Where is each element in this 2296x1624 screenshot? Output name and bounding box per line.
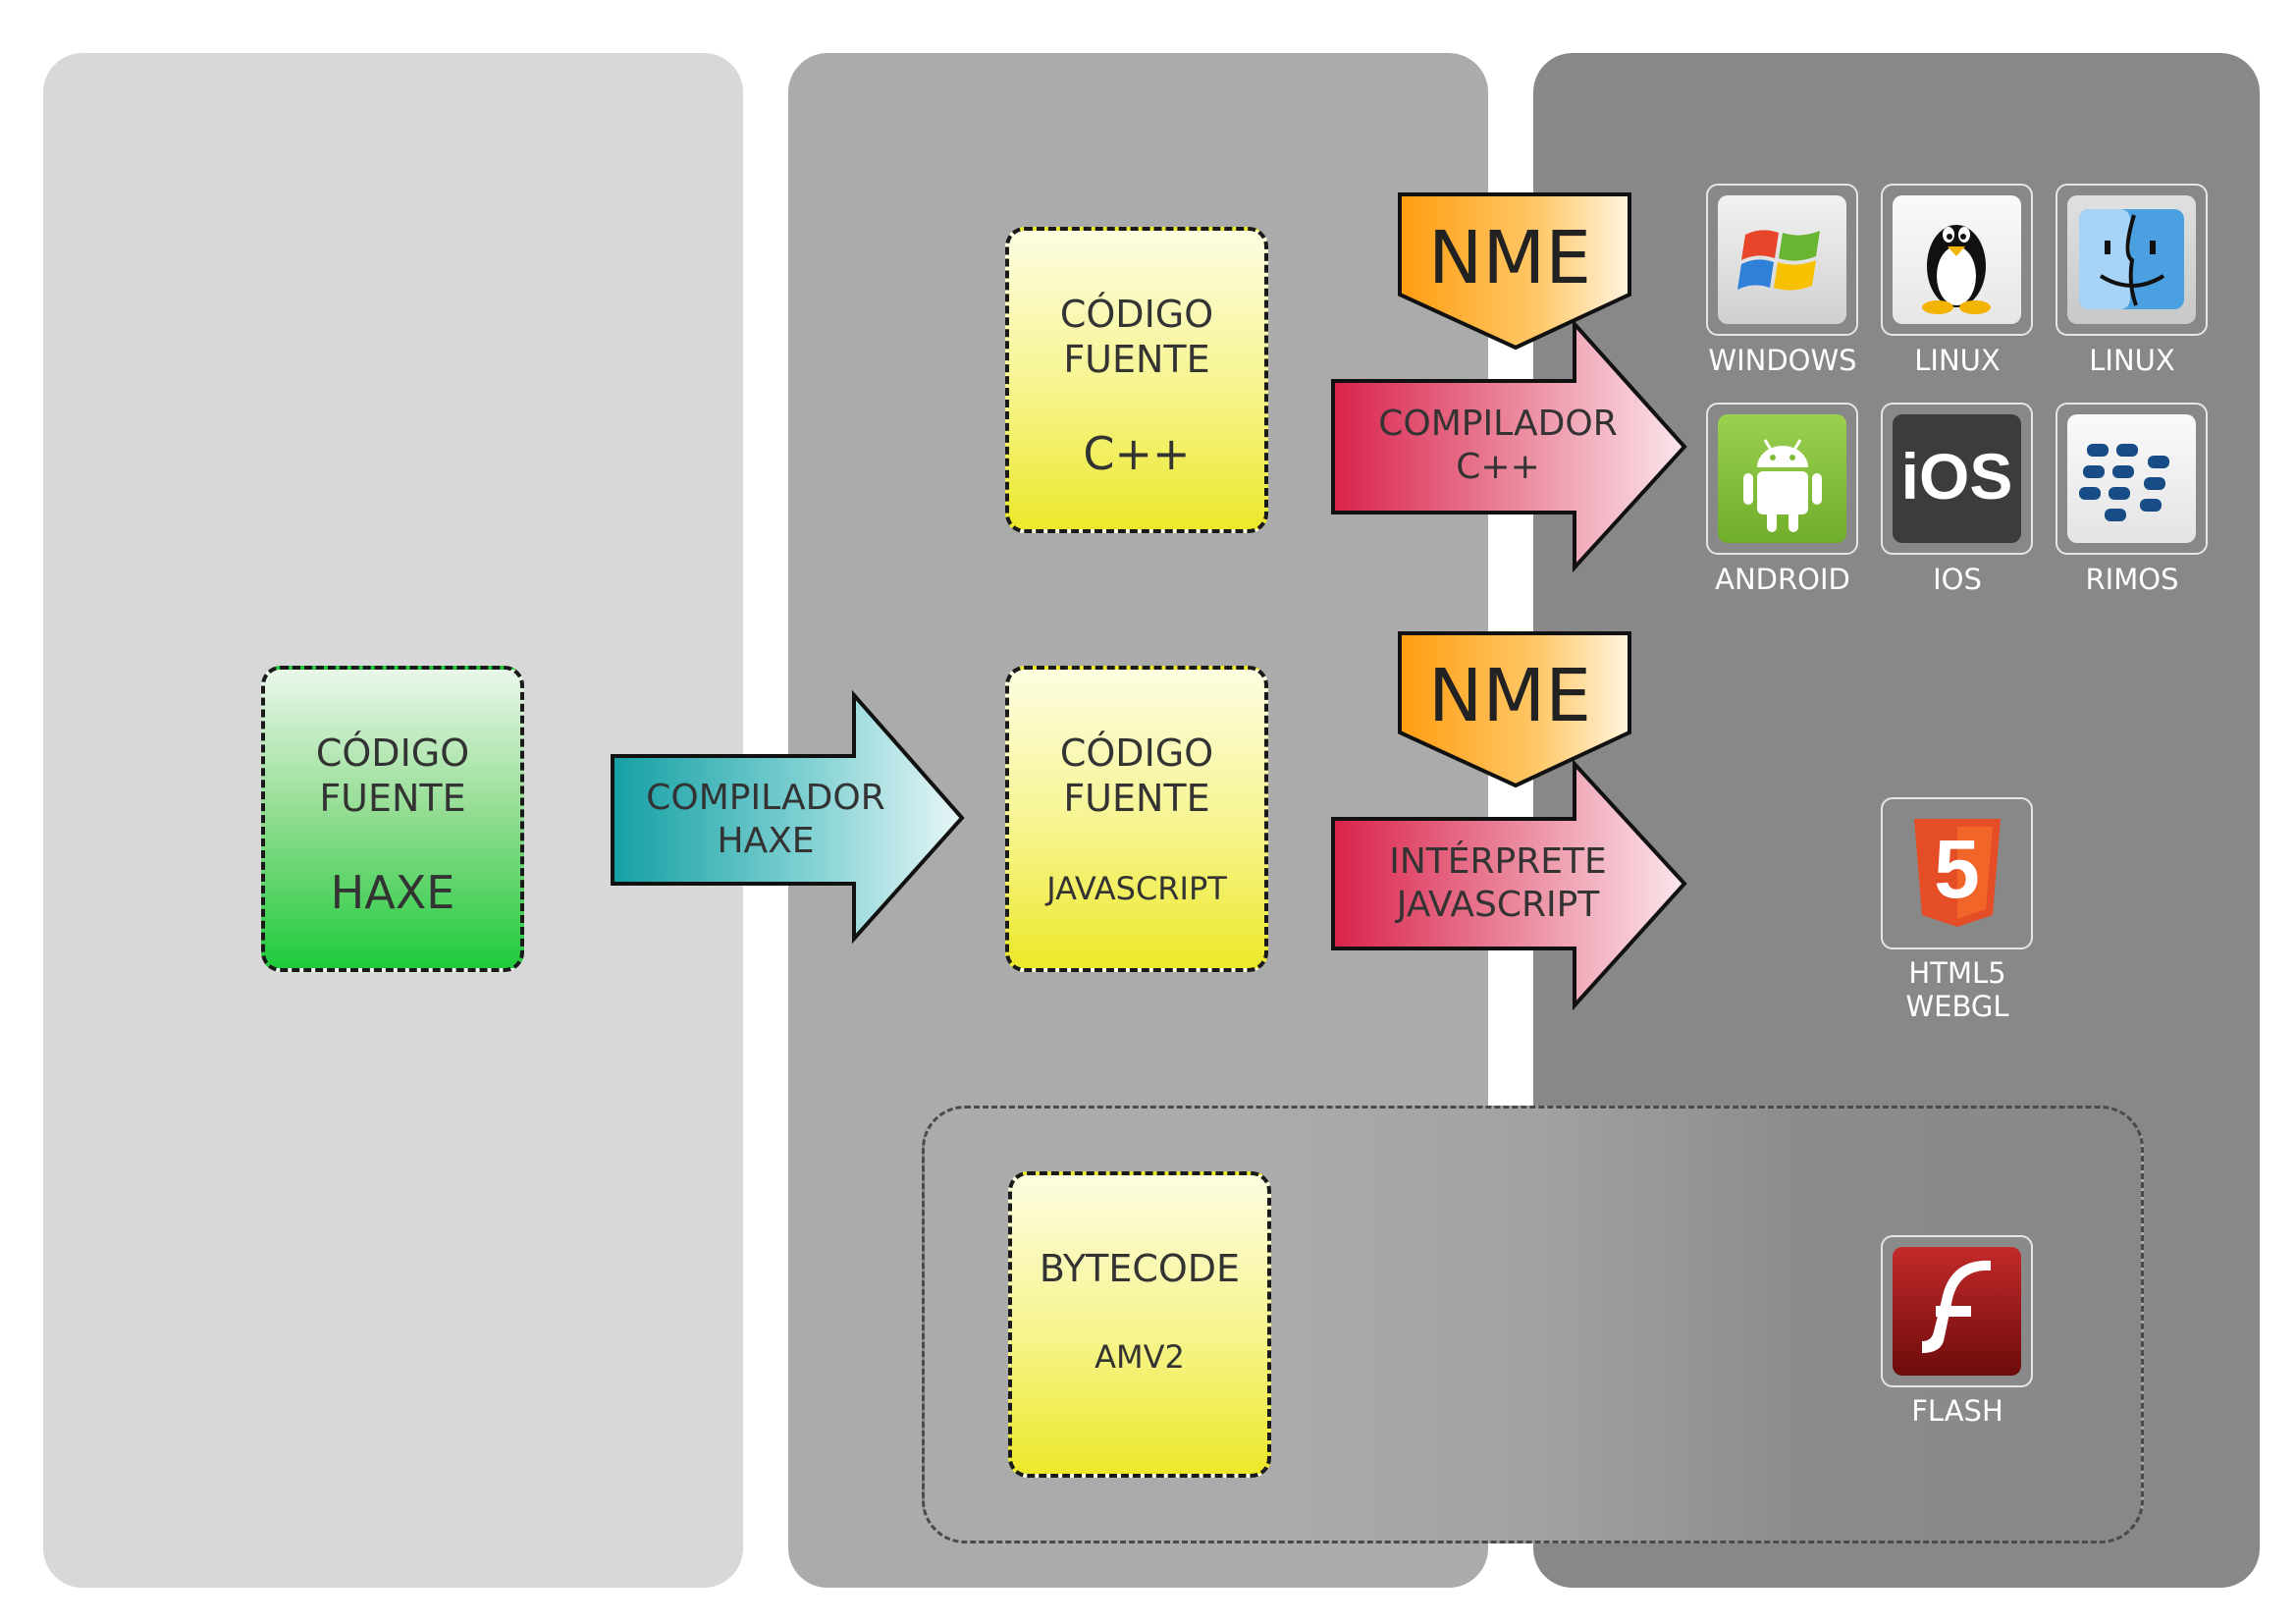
js-box-line1: CÓDIGO [1059,731,1214,775]
linux-tile [1881,184,2033,336]
nme-badge-top: NME [1398,192,1631,351]
nme-mid-label: NME [1428,654,1591,738]
rim-label: RIMOS [2085,563,2179,596]
haxe-box-line2: FUENTE [319,777,466,820]
cpp-box-line1: CÓDIGO [1059,293,1214,336]
compilador-cpp-arrow: COMPILADOR C++ [1331,318,1687,573]
js-box-line2: FUENTE [1063,777,1210,820]
rim-tile [2056,403,2208,555]
compilador-haxe-arrow: COMPILADOR HAXE [611,689,965,945]
compilador-haxe-line2: HAXE [717,821,814,861]
haxe-source-box: CÓDIGO FUENTE HAXE [261,666,524,972]
haxe-box-lang: HAXE [330,866,455,919]
android-tile [1706,403,1858,555]
windows-label: WINDOWS [1708,344,1857,377]
windows-logo-icon [1718,195,1846,324]
bytecode-box-lang: AMV2 [1095,1338,1185,1376]
nme-badge-middle: NME [1398,631,1631,788]
interprete-js-line2: JAVASCRIPT [1395,885,1601,925]
windows-tile [1706,184,1858,336]
interprete-javascript-arrow: INTÉRPRETE JAVASCRIPT [1331,758,1687,1011]
html5-tile: 5 [1881,797,2033,949]
mac-finder-icon [2067,195,2196,324]
cpp-box-lang: C++ [1083,427,1191,480]
ios-label: IOS [1933,563,1982,596]
mac-label: LINUX [2089,344,2175,377]
tux-penguin-icon [1893,195,2021,324]
mac-tile [2056,184,2208,336]
cpp-box-line2: FUENTE [1063,338,1210,381]
ios-tile: iOS [1881,403,2033,555]
android-label: ANDROID [1715,563,1850,596]
ios-text-icon: iOS [1893,414,2021,543]
html5-shield-icon: 5 [1893,809,2021,938]
android-robot-icon [1718,414,1846,543]
javascript-source-box: CÓDIGO FUENTE JAVASCRIPT [1005,666,1268,972]
flash-tile [1881,1235,2033,1387]
cpp-source-box: CÓDIGO FUENTE C++ [1005,227,1268,533]
nme-top-label: NME [1428,216,1591,300]
haxe-box-line1: CÓDIGO [315,731,470,775]
flash-player-icon [1893,1247,2021,1376]
js-box-lang: JAVASCRIPT [1046,870,1227,907]
compilador-haxe-line1: COMPILADOR [646,778,884,818]
compilador-cpp-line2: C++ [1456,447,1539,487]
bytecode-box-line1: BYTECODE [1039,1247,1241,1290]
linux-label: LINUX [1914,344,2001,377]
html5-glyph: 5 [1934,823,1980,915]
compilador-cpp-line1: COMPILADOR [1378,404,1617,444]
html5-label-line2: WEBGL [1905,990,2009,1023]
ios-glyph: iOS [1900,440,2013,513]
interprete-js-line1: INTÉRPRETE [1389,840,1607,882]
flash-label: FLASH [1911,1394,2003,1428]
blackberry-logo-icon [2067,414,2196,543]
html5-label-line1: HTML5 [1908,956,2006,990]
bytecode-box: BYTECODE AMV2 [1008,1171,1271,1478]
